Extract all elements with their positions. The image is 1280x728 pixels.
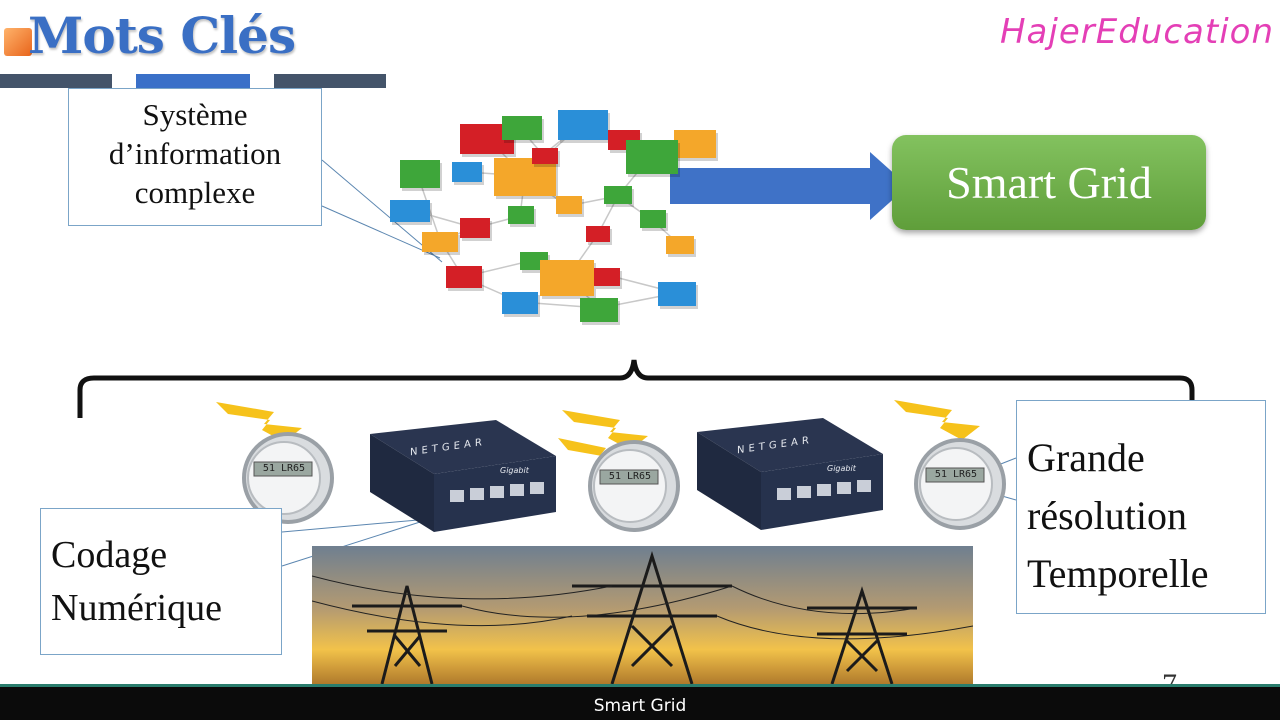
switch-model-label: Gigabit (500, 466, 529, 475)
meter-display: 51 LR65 (608, 471, 652, 482)
callout-line: complexe (134, 175, 256, 211)
network-cube (594, 268, 620, 286)
network-cube (580, 298, 618, 322)
video-caption-bar: Smart Grid (0, 684, 1280, 720)
callout-connector (281, 519, 419, 533)
transmission-towers-illustration (312, 550, 973, 684)
network-cube (626, 140, 678, 174)
title-bullet-icon (4, 28, 32, 56)
smart-meter: 51 LR65 (558, 404, 698, 539)
network-cube (452, 162, 482, 182)
callout-connector (281, 521, 421, 567)
callout-line: résolution (1027, 493, 1187, 538)
network-cube (556, 196, 582, 214)
network-cube (658, 282, 696, 306)
title-underline-segment (274, 74, 386, 88)
video-progress-bar[interactable] (0, 684, 1280, 687)
network-switch: NETGEAR Gigabit (697, 418, 883, 530)
network-cube (666, 236, 694, 254)
slide-title: Mots Clés (28, 6, 296, 65)
grouping-brace (77, 359, 1195, 418)
smart-meter: 51 LR65 (890, 394, 1030, 539)
callout-line: Système (142, 97, 248, 132)
meter-display: 51 LR65 (262, 463, 306, 474)
network-cube (494, 158, 556, 196)
callout-line: Grande (1027, 435, 1145, 480)
callout-high-time-resolution: Grande résolution Temporelle (1016, 400, 1266, 614)
network-cube (422, 232, 458, 252)
switch-model-label: Gigabit (827, 464, 856, 473)
network-cube (532, 148, 558, 164)
callout-line: Temporelle (1027, 551, 1209, 596)
network-switch: NETGEAR Gigabit (370, 420, 556, 532)
title-underline-segment (0, 74, 112, 88)
network-cube (540, 260, 594, 296)
network-cube (502, 292, 538, 314)
network-cube (390, 200, 430, 222)
callout-connector (321, 205, 441, 259)
title-underline-segment (136, 74, 250, 88)
network-cube (502, 116, 542, 140)
smart-grid-button[interactable]: Smart Grid (892, 135, 1206, 230)
network-cube (674, 130, 716, 158)
network-cube (604, 186, 632, 204)
network-cube (508, 206, 534, 224)
video-caption: Smart Grid (593, 696, 687, 716)
callout-line: Numérique (51, 587, 222, 630)
network-cube (446, 266, 482, 288)
callout-line: d’information (108, 136, 282, 172)
callout-information-system: Système d’information complexe (68, 88, 322, 226)
power-lines-photo (312, 546, 973, 684)
brand-logo: HajerEducation (999, 12, 1274, 52)
network-cube (586, 226, 610, 242)
network-cube (640, 210, 666, 228)
network-cube (400, 160, 440, 188)
arrow-right-icon (670, 152, 908, 220)
network-cube (558, 110, 608, 140)
callout-line: Codage (51, 534, 168, 576)
meter-display: 51 LR65 (934, 469, 978, 480)
smart-meter: 51 LR65 (212, 396, 352, 531)
network-cube (460, 218, 490, 238)
callout-digital-coding: Codage Numérique (40, 508, 282, 655)
